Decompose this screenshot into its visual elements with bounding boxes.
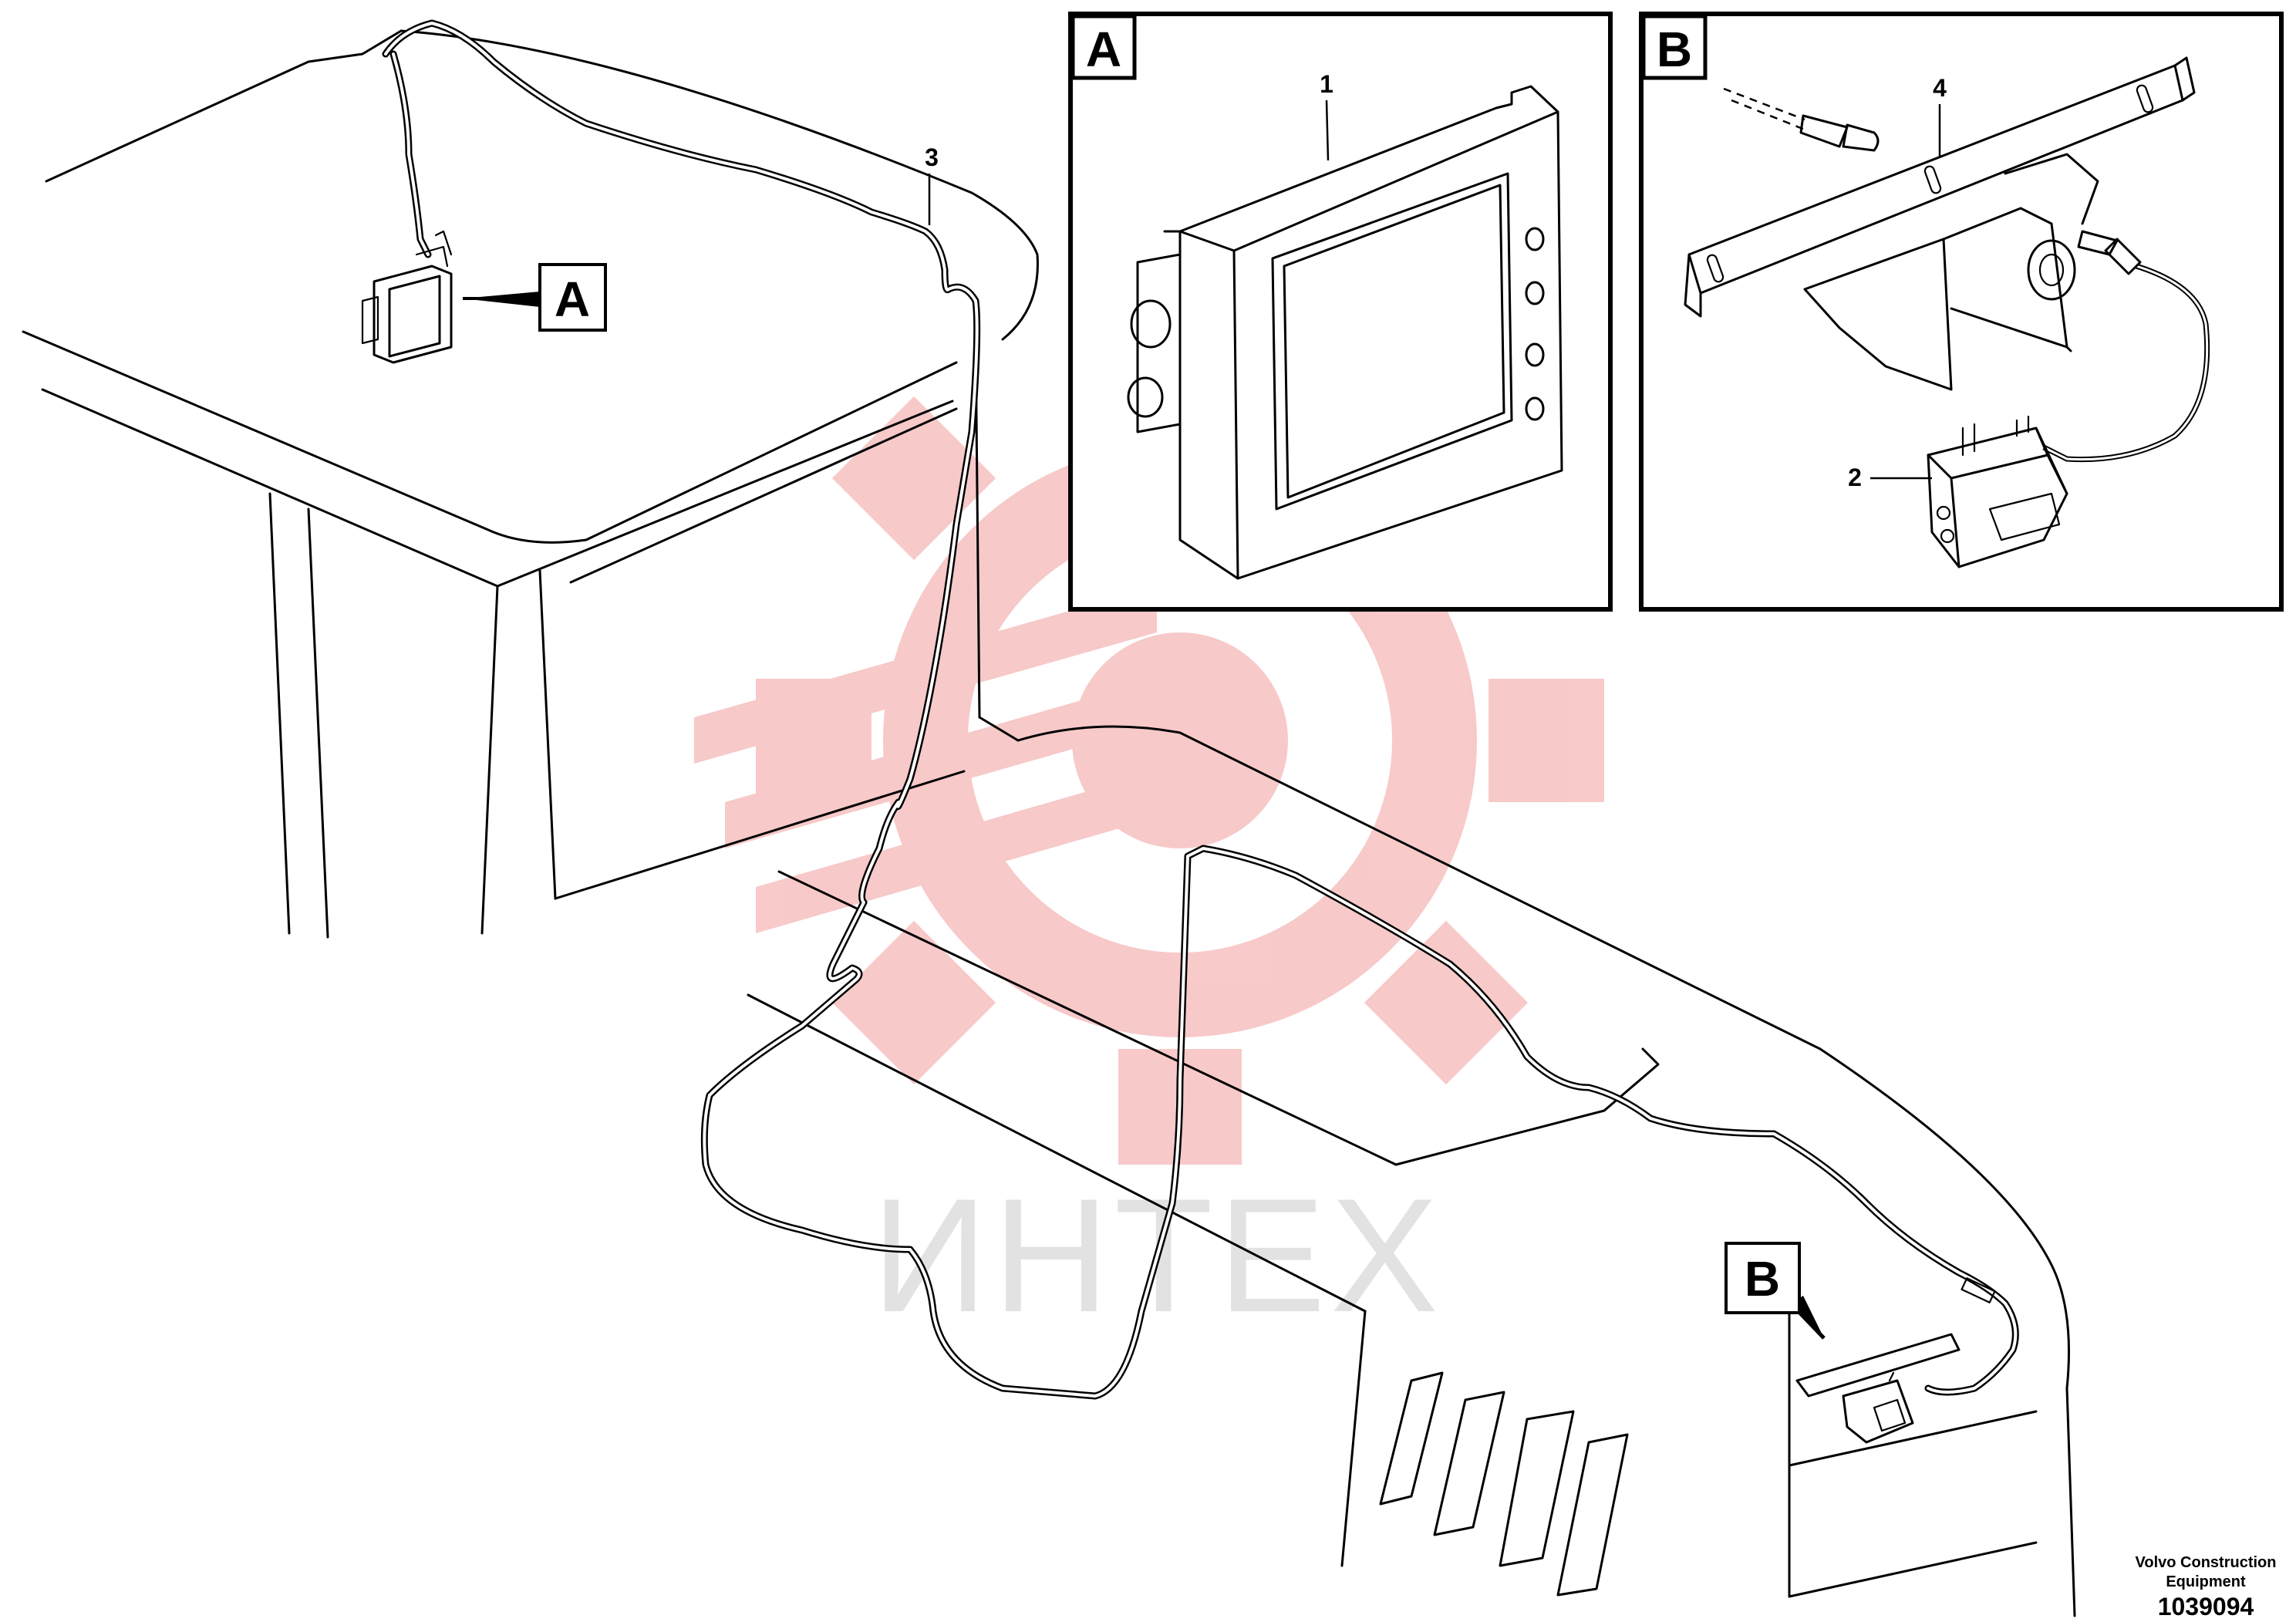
detail-a-letter-box bbox=[1070, 14, 1137, 80]
cable-harness bbox=[382, 19, 2019, 1400]
detail-view-b: B bbox=[1639, 12, 2284, 612]
main-tag-b-box bbox=[1725, 1242, 1801, 1314]
mounting-bracket bbox=[1684, 56, 2196, 391]
part-number-2: 2 bbox=[1848, 464, 1862, 491]
button-icon-3 bbox=[1525, 342, 1545, 367]
detail-b-letter-box bbox=[1641, 14, 1708, 80]
hood-vents bbox=[1379, 1371, 1629, 1597]
main-tag-b-group: B bbox=[1725, 1242, 1826, 1340]
camera-unit bbox=[1927, 415, 2068, 568]
credit-line-1: Volvo Construction bbox=[2136, 1554, 2277, 1571]
drawing-number: 1039094 bbox=[2158, 1593, 2254, 1620]
detail-view-a: A 1 bbox=[1068, 12, 1613, 612]
part-number-4: 4 bbox=[1933, 74, 1947, 102]
button-icon-4 bbox=[1525, 396, 1545, 421]
button-icon-1 bbox=[1525, 227, 1545, 251]
main-tag-a-group: A bbox=[463, 263, 607, 332]
engine-hood bbox=[747, 725, 2076, 1617]
connector-icon bbox=[1723, 87, 1880, 152]
button-icon-2 bbox=[1525, 281, 1545, 305]
credit-block: Volvo Construction Equipment 1039094 bbox=[2136, 1554, 2277, 1620]
detail-a-letter: A bbox=[1086, 22, 1121, 77]
main-tag-a: A bbox=[555, 271, 590, 327]
display-unit bbox=[1127, 85, 1563, 580]
part-number-1: 1 bbox=[1320, 70, 1333, 98]
detail-b-letter: B bbox=[1657, 22, 1692, 77]
cab-display-unit bbox=[361, 230, 453, 364]
credit-line-2: Equipment bbox=[2166, 1573, 2246, 1590]
main-tag-b: B bbox=[1745, 1251, 1780, 1307]
label-3-group: 3 bbox=[925, 143, 939, 225]
part-number-3: 3 bbox=[925, 143, 939, 171]
detail-a-frame bbox=[1068, 12, 1613, 612]
hood-camera-bracket bbox=[1795, 1333, 1961, 1444]
main-tag-a-box bbox=[538, 263, 607, 332]
